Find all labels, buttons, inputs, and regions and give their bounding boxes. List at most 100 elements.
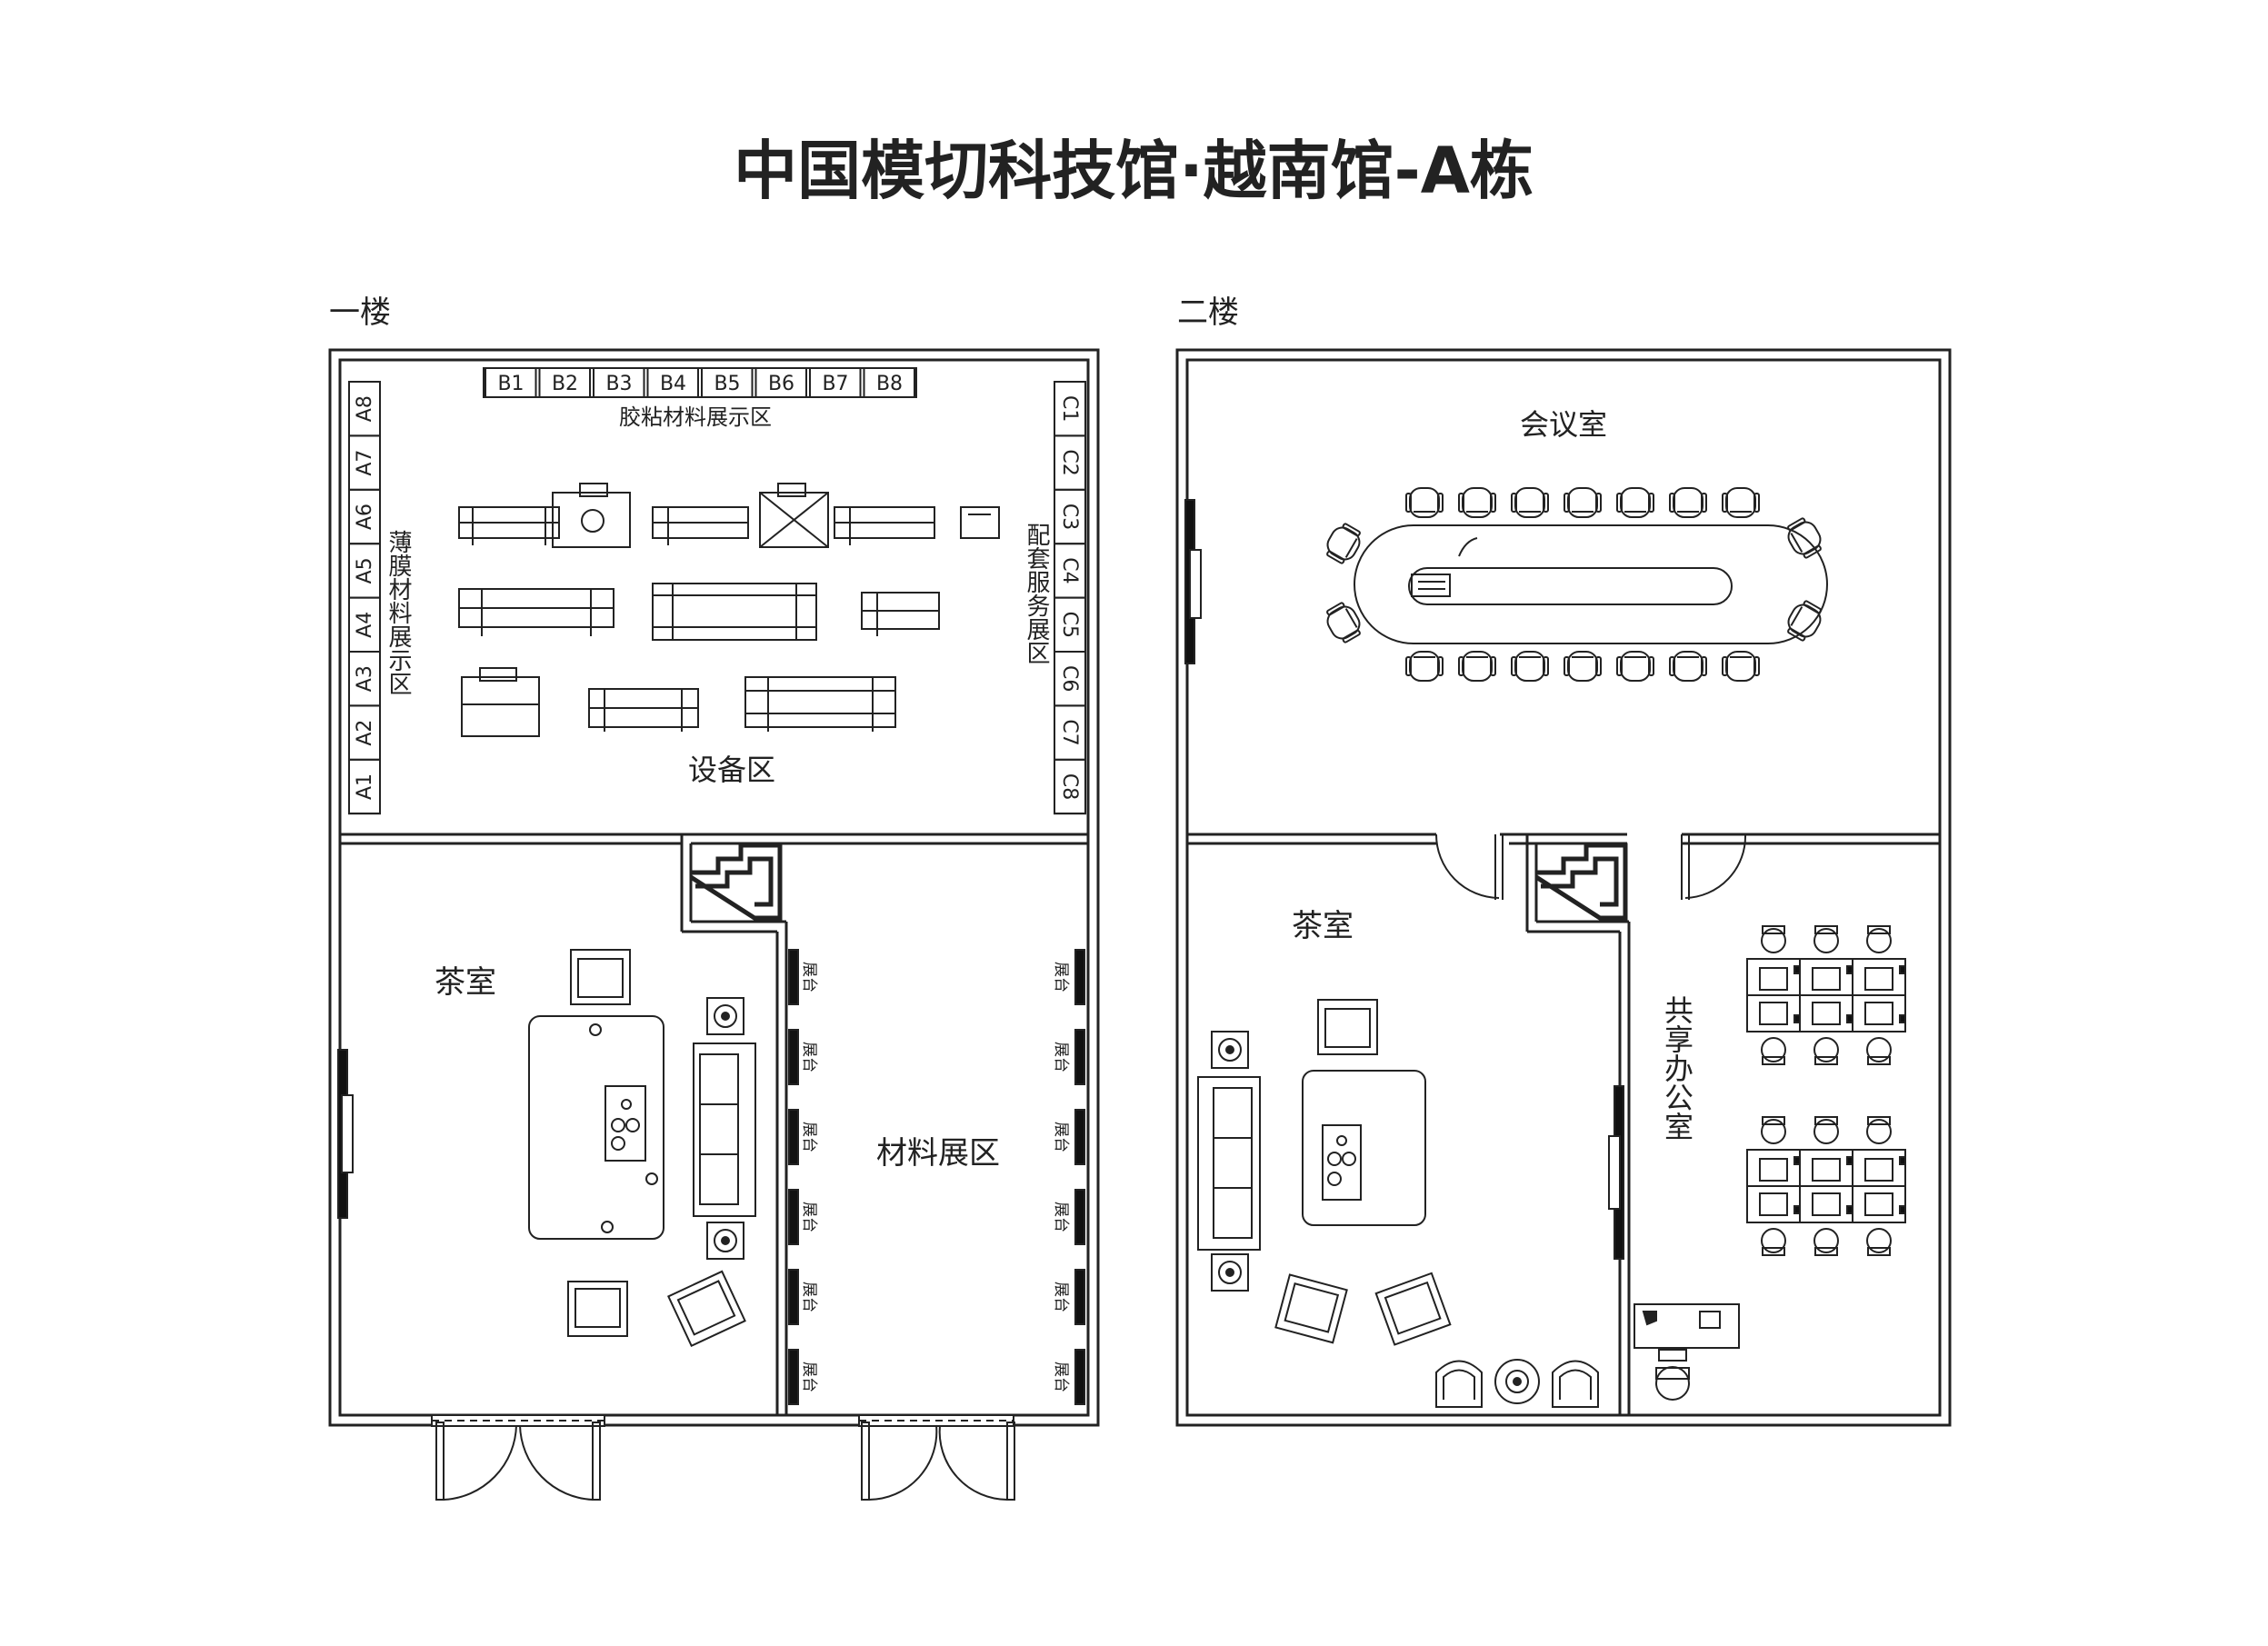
- machine-8: [652, 583, 817, 641]
- chair-back: [1867, 1247, 1891, 1256]
- monitor: [1759, 1192, 1788, 1216]
- chair: [1722, 487, 1760, 518]
- booth-c-label: C3: [1058, 504, 1081, 530]
- sofa: [693, 1042, 756, 1217]
- booth-b-label: B3: [605, 373, 632, 395]
- lounge-chair-2: [1552, 1360, 1599, 1408]
- chair-back: [1814, 1056, 1838, 1065]
- side-table-bottom: [1211, 1253, 1249, 1292]
- lounge-chair-1: [1435, 1360, 1483, 1408]
- stand-bar: [788, 1109, 799, 1165]
- side-table-top: [706, 997, 744, 1035]
- office-chair: [1813, 1228, 1839, 1253]
- booth-c[interactable]: [1054, 758, 1086, 815]
- booth-a-label: A8: [354, 395, 376, 422]
- booth-b[interactable]: [809, 367, 862, 398]
- chair-back: [1867, 1116, 1891, 1125]
- chair: [1669, 487, 1707, 518]
- machine-10: [461, 667, 540, 737]
- stand-label: 展台: [1052, 1282, 1070, 1312]
- stand-label: 展台: [1052, 1122, 1070, 1152]
- material-zone-label: 材料展区: [876, 1135, 1000, 1172]
- side-table-top: [1211, 1031, 1249, 1069]
- floor1-stairs[interactable]: [689, 843, 783, 921]
- chair: [1722, 651, 1760, 682]
- chair: [1564, 651, 1602, 682]
- chair-back: [1762, 925, 1785, 934]
- stand-bar: [1074, 1029, 1085, 1085]
- armchair-bottom: [567, 1281, 628, 1337]
- chair: [1405, 487, 1444, 518]
- booth-c-label: C1: [1058, 395, 1081, 422]
- chair: [1326, 602, 1361, 643]
- floor2-stairs[interactable]: [1534, 843, 1628, 921]
- office-chair: [1866, 1119, 1892, 1144]
- chair: [1326, 523, 1361, 564]
- office-chair: [1761, 1037, 1786, 1062]
- desk: [1852, 1185, 1906, 1223]
- booth-a-label: A3: [354, 665, 376, 692]
- stand-bar: [788, 949, 799, 1005]
- armchair-top: [570, 949, 631, 1005]
- meeting-room-label: 会议室: [1520, 407, 1607, 442]
- chair: [1511, 487, 1549, 518]
- booth-b[interactable]: [485, 367, 537, 398]
- stand-bar: [1074, 949, 1085, 1005]
- booth-b-label: B4: [660, 373, 686, 395]
- booth-b[interactable]: [646, 367, 699, 398]
- equipment-machines: [458, 483, 1000, 737]
- machine-4: [759, 483, 829, 548]
- booth-b[interactable]: [701, 367, 754, 398]
- monitor: [1812, 967, 1841, 991]
- side-table-bottom: [706, 1222, 744, 1260]
- chair-back: [1867, 925, 1891, 934]
- floor2-meeting-door[interactable]: [1435, 833, 1504, 900]
- monitor: [1812, 1192, 1841, 1216]
- floor2-office-door[interactable]: [1681, 833, 1747, 900]
- booth-b[interactable]: [754, 367, 807, 398]
- chair-back: [1762, 1116, 1785, 1125]
- office-chair: [1866, 928, 1892, 953]
- armchair-left: [1274, 1273, 1348, 1344]
- booth-b[interactable]: [863, 367, 915, 398]
- booth-b[interactable]: [538, 367, 591, 398]
- stand-label: 展台: [800, 1202, 818, 1232]
- chair: [1564, 487, 1602, 518]
- booth-a-label: A1: [354, 773, 376, 800]
- booth-b-label: B6: [768, 373, 794, 395]
- monitor: [1864, 1002, 1893, 1025]
- chair: [1616, 651, 1654, 682]
- armchair-rotated: [666, 1270, 746, 1348]
- stand-label: 展台: [800, 1122, 818, 1152]
- stand-label: 展台: [800, 1042, 818, 1072]
- stand-label: 展台: [800, 962, 818, 993]
- booths-b: [483, 367, 917, 398]
- lounge-round-table: [1494, 1359, 1540, 1404]
- chair: [1787, 600, 1822, 642]
- machine-1: [458, 506, 560, 545]
- desk: [1852, 994, 1906, 1032]
- office-chair: [1761, 928, 1786, 953]
- stand-label: 展台: [800, 1362, 818, 1392]
- sofa: [1197, 1076, 1261, 1251]
- office-chair: [1813, 1119, 1839, 1144]
- booth-a[interactable]: [348, 758, 381, 815]
- machine-9: [861, 592, 940, 636]
- booth-b-label: B7: [822, 373, 848, 395]
- monitor: [1812, 1158, 1841, 1182]
- office-chair: [1761, 1228, 1786, 1253]
- floor1-entrance-doors[interactable]: [431, 1414, 1015, 1501]
- tea-table: [528, 1015, 664, 1240]
- booth-b-label: B8: [876, 373, 903, 395]
- chair: [1787, 517, 1822, 559]
- booth-b-label: B5: [714, 373, 740, 395]
- desk: [1746, 1185, 1801, 1223]
- zone-equipment-label: 设备区: [688, 753, 775, 787]
- booth-b[interactable]: [593, 367, 645, 398]
- armchair-top: [1317, 999, 1378, 1055]
